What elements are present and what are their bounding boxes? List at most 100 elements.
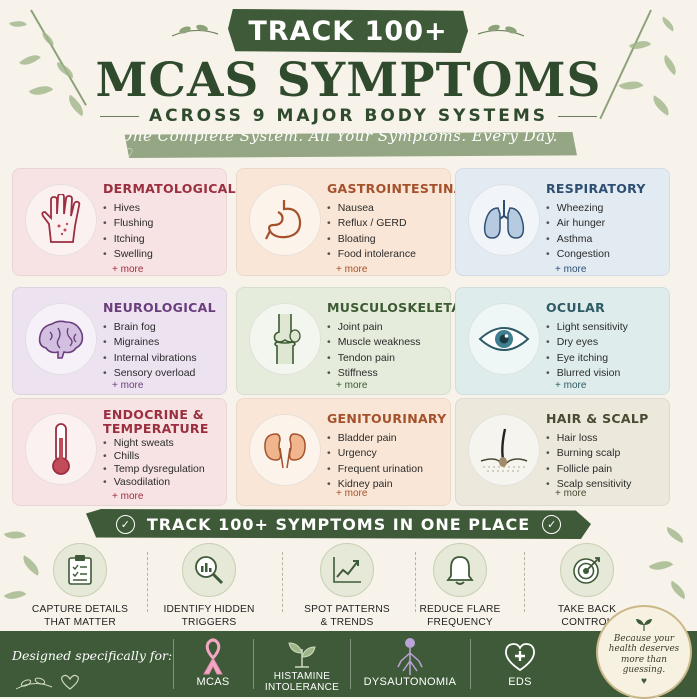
more-link[interactable]: + more [555,264,587,275]
more-link[interactable]: + more [112,264,144,275]
nervous-system-icon [355,637,465,677]
target-icon [560,543,614,597]
card-dermatological[interactable]: DERMATOLOGICAL Hives Flushing Itching Sw… [12,168,236,276]
card-musculoskeletal[interactable]: MUSCULOSKELETAL Joint pain Muscle weakne… [236,287,469,395]
more-link[interactable]: + more [555,488,587,499]
magnifier-chart-icon [182,543,236,597]
leaf-icon [633,618,655,634]
heart-icon: ♥ [641,675,647,687]
badge: Because your health deserves more than g… [596,605,692,699]
list-item: Reflux / GERD [327,216,416,231]
banner-sprig-left [170,22,220,42]
footer-divider [470,639,471,689]
card-title: HAIR & SCALP [546,411,649,426]
header-banner: TRACK 100+ [228,9,468,53]
list-item: Asthma [546,232,610,247]
symptom-list: Night sweats Chills Temp dysregulation V… [103,437,205,489]
symptom-list: Hair loss Burning scalp Follicle pain Sc… [546,431,632,492]
track-band-text: TRACK 100+ SYMPTOMS IN ONE PLACE [146,514,531,534]
heart-cross-icon [480,637,560,677]
card-endocrine-temperature[interactable]: ENDOCRINE & TEMPERATURE Night sweats Chi… [12,398,227,506]
thermometer-icon [25,413,97,485]
card-title: RESPIRATORY [546,181,646,196]
trend-chart-icon [320,543,374,597]
symptom-list: Joint pain Muscle weakness Tendon pain S… [327,320,421,381]
card-gastrointestinal[interactable]: GASTROINTESTINAL Nausea Reflux / GERD Bl… [236,168,472,276]
list-item: Tendon pain [327,351,421,366]
footer-item-label: HISTAMINE [273,671,331,682]
feature-label-line1: CAPTURE DETAILS [31,604,129,615]
symptom-list: Nausea Reflux / GERD Bloating Food intol… [327,201,416,262]
more-link[interactable]: + more [336,380,368,391]
list-item: Sensory overload [103,366,197,381]
feature-divider [282,552,284,612]
footer: Designed specifically for: MCAS HISTAMIN… [0,631,697,697]
list-item: Bladder pain [327,431,423,446]
card-ocular[interactable]: OCULAR Light sensitivity Dry eyes Eye it… [455,287,670,395]
lungs-icon [468,184,540,256]
feature-label-line2: TRIGGERS [181,617,237,628]
feature-capture-details: CAPTURE DETAILS THAT MATTER [15,543,145,629]
more-link[interactable]: + more [112,491,144,502]
subtitle: ACROSS 9 MAJOR BODY SYSTEMS [148,106,549,126]
more-link[interactable]: + more [112,380,144,391]
badge-text: Because your health deserves more than g… [608,633,680,676]
list-item: Temp dysregulation [103,463,205,476]
track-band: ✓ TRACK 100+ SYMPTOMS IN ONE PLACE ✓ [86,509,591,539]
feature-divider [147,552,149,612]
feature-label-line2: CONTROL [561,617,613,628]
list-item: Hives [103,201,153,216]
list-item: Migraines [103,335,197,350]
card-genitourinary[interactable]: GENITOURINARY Bladder pain Urgency Frequ… [236,398,451,506]
eye-icon [468,303,540,375]
list-item: Burning scalp [546,446,631,461]
subtitle-row: ACROSS 9 MAJOR BODY SYSTEMS [100,106,598,126]
list-item: Stiffness [327,366,421,381]
feature-divider [524,552,526,612]
footer-item-label: EDS [508,676,532,688]
card-title-line2: TEMPERATURE [103,421,209,436]
more-link[interactable]: + more [336,488,368,499]
brain-icon [25,303,97,375]
card-title: ENDOCRINE & [103,407,205,422]
card-title: OCULAR [546,300,606,315]
feature-label-line2: FREQUENCY [427,617,493,628]
feature-spot-patterns: SPOT PATTERNS& TRENDS [282,543,412,629]
list-item: Blurred vision [546,366,628,381]
kidneys-icon [249,414,321,486]
list-item: Follicle pain [546,462,631,477]
list-item: Urgency [327,446,423,461]
footer-divider [253,639,254,689]
ribbon-icon [178,637,248,677]
symptom-list: Hives Flushing Itching Swelling [103,201,154,262]
feature-identify-triggers: IDENTIFY HIDDEN TRIGGERS [144,543,274,629]
card-respiratory[interactable]: RESPIRATORY Wheezing Air hunger Asthma C… [455,168,670,276]
list-item: Wheezing [546,201,610,216]
feature-label-line2: THAT MATTER [44,617,116,628]
list-item: Kidney pain [327,477,423,492]
card-hair-scalp[interactable]: HAIR & SCALP Hair loss Burning scalp Fol… [455,398,670,506]
footer-item-label: DYSAUTONOMIA [363,676,457,688]
list-item: Hair loss [546,431,631,446]
list-item: Vasodilation [103,476,205,489]
list-item: Night sweats [103,437,205,450]
footer-item-mcas: MCAS [178,637,248,688]
list-item: Scalp sensitivity [546,477,632,492]
footer-divider [173,639,174,689]
card-title: MUSCULOSKELETAL [327,300,470,315]
knee-joint-icon [249,303,321,375]
feature-label-line1: IDENTIFY HIDDEN [163,604,255,615]
tagline-band: One Complete System. All Your Symptoms. … [124,132,577,158]
footer-item-label-line2: INTOLERANCE [264,682,340,693]
card-neurological[interactable]: NEUROLOGICAL Brain fog Migraines Interna… [12,287,227,395]
check-circle-icon: ✓ [542,514,562,534]
more-link[interactable]: + more [555,380,587,391]
card-title: NEUROLOGICAL [103,300,216,315]
list-item: Internal vibrations [103,351,197,366]
list-item: Itching [103,232,153,247]
footer-item-dysautonomia: DYSAUTONOMIA [355,637,465,688]
more-link[interactable]: + more [336,264,368,275]
footer-item-histamine: HISTAMINE INTOLERANCE [257,637,347,693]
